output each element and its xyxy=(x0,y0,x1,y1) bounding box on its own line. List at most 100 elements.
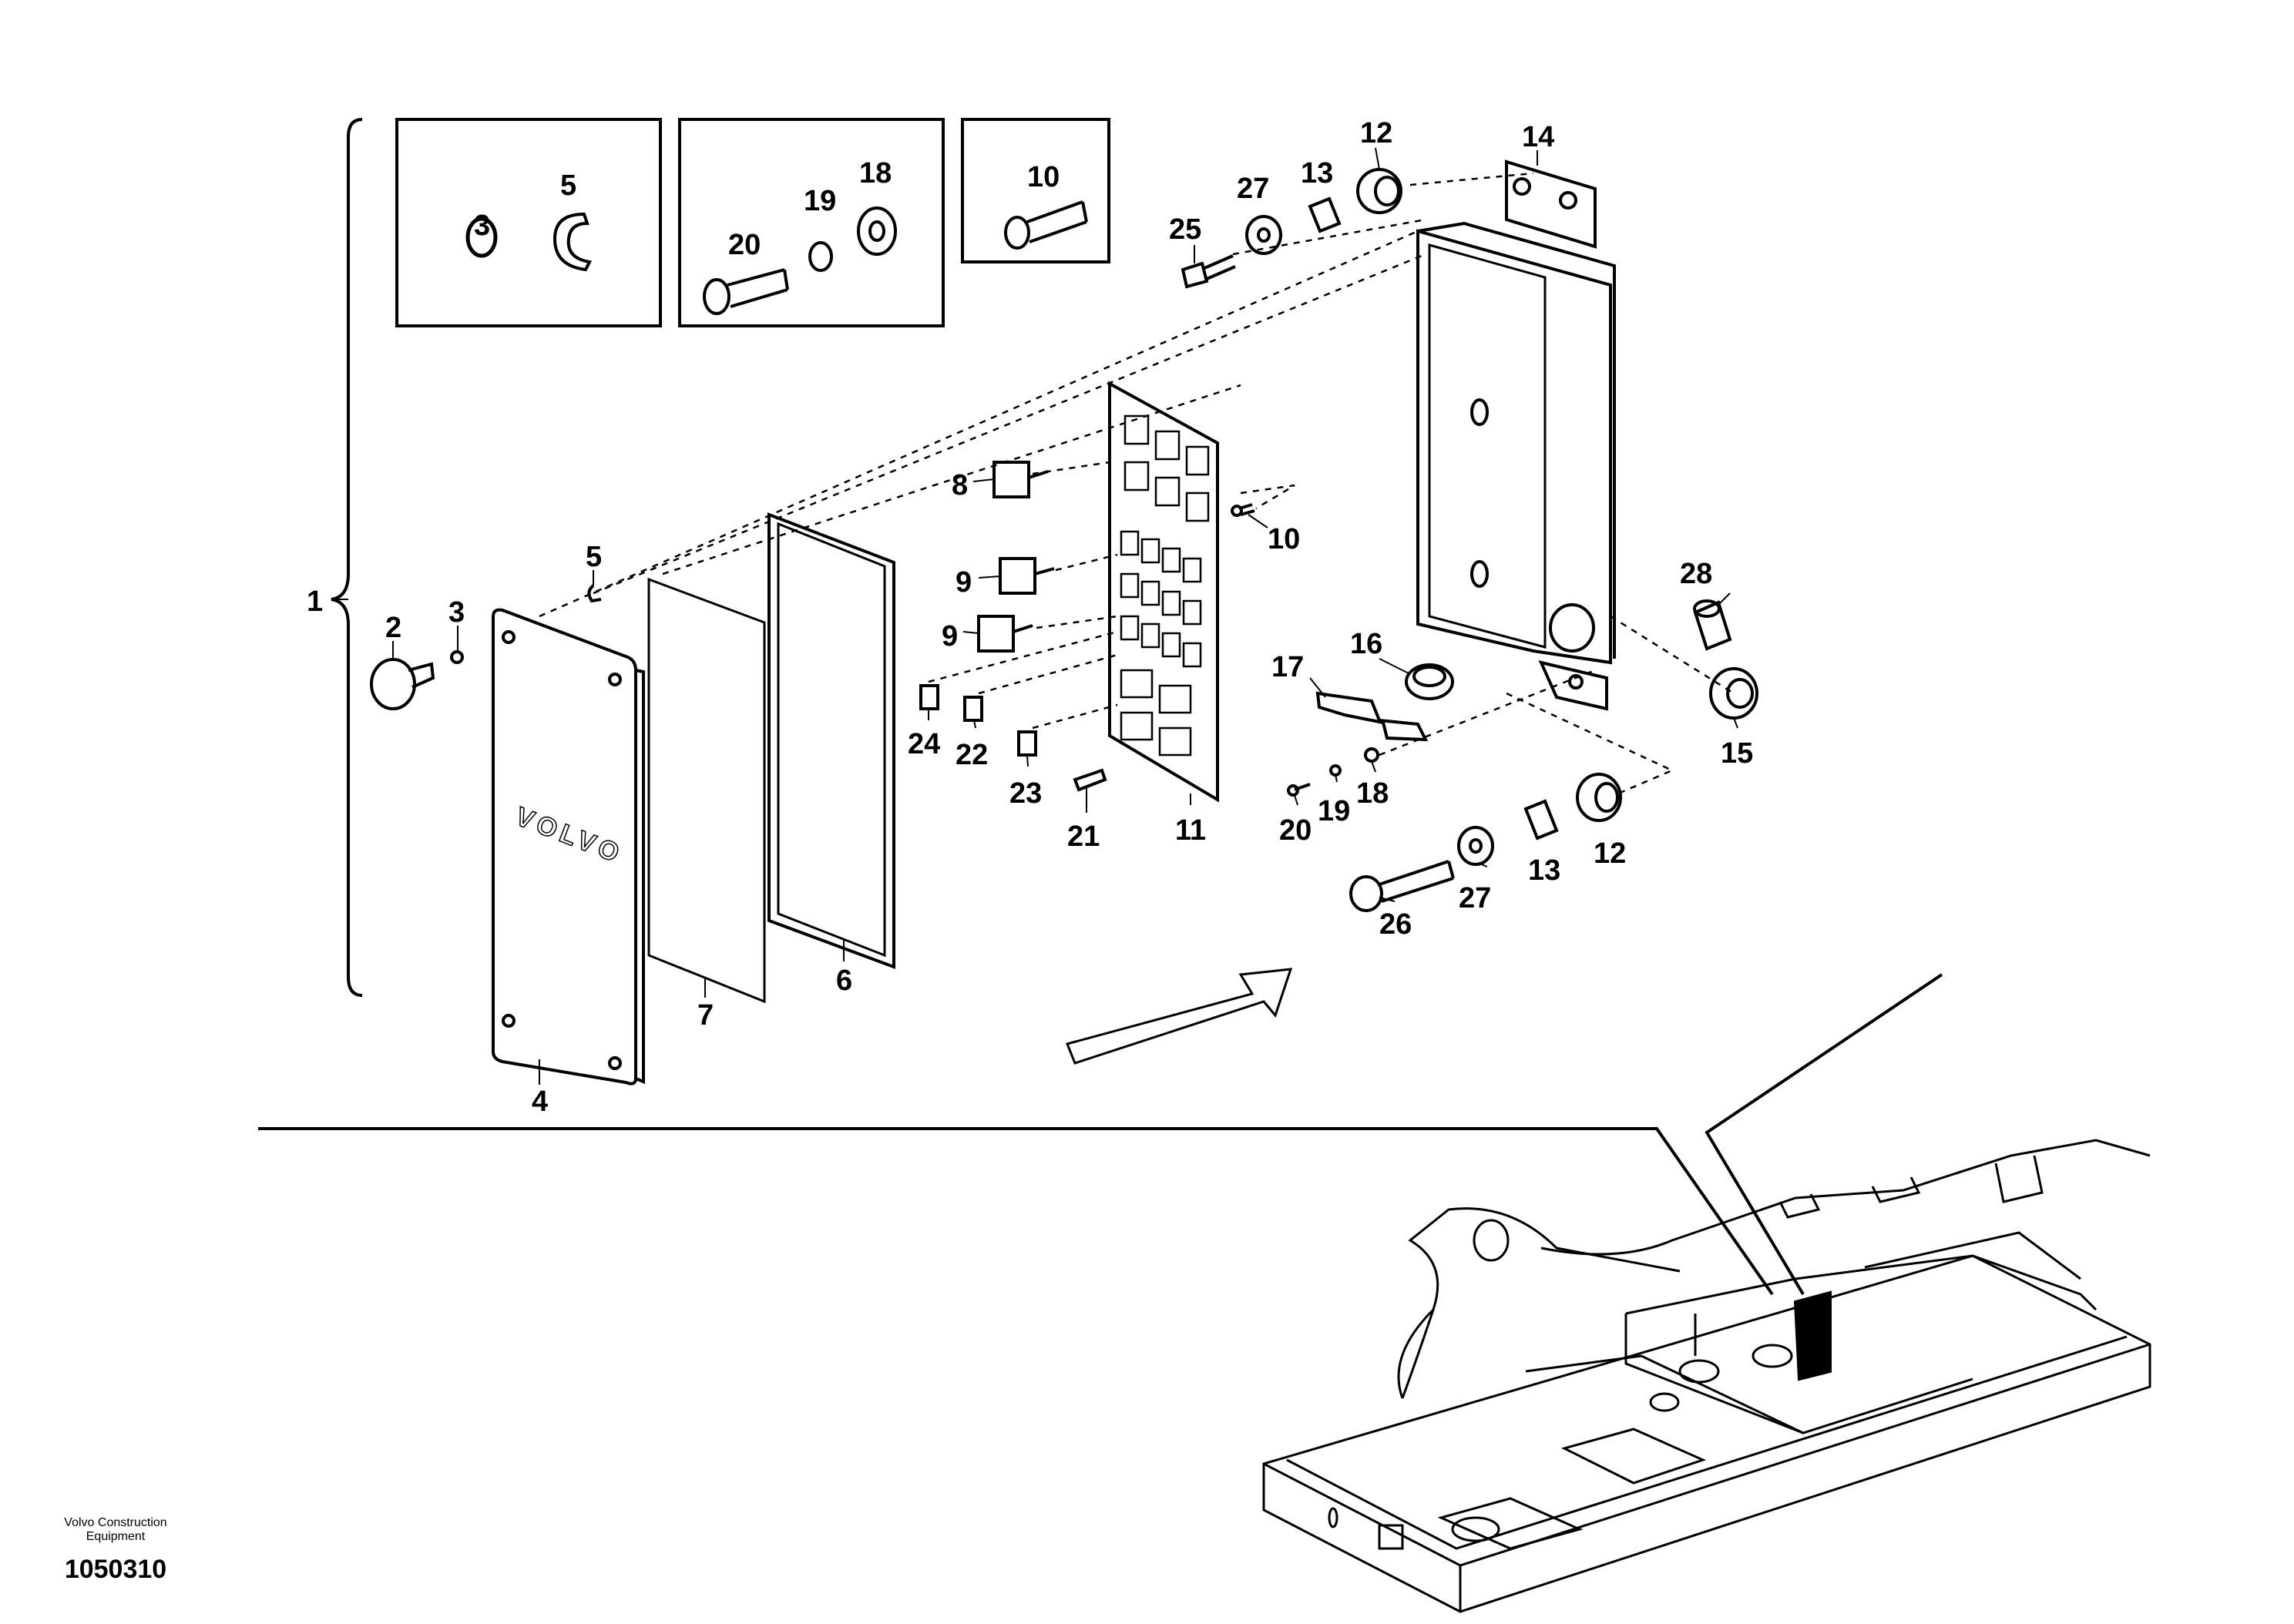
washer-18-bottom xyxy=(1364,747,1379,763)
frame-electrical-box-highlight xyxy=(1793,1290,1832,1381)
callout-13-bottom: 13 xyxy=(1528,854,1560,887)
callout-4: 4 xyxy=(532,1085,548,1118)
callout-19: 19 xyxy=(1318,795,1350,827)
housing-14-port xyxy=(1549,603,1595,653)
washer-27-top xyxy=(1245,215,1282,255)
callout-21: 21 xyxy=(1067,820,1100,853)
nut-3 xyxy=(450,650,464,664)
assembly-brace xyxy=(331,118,363,997)
detail-washer-3 xyxy=(465,216,498,258)
detail-bolt-20-shank xyxy=(727,268,789,308)
callout-19-detail: 19 xyxy=(804,185,836,217)
housing-14-side xyxy=(1417,221,1616,659)
callout-10-detail: 10 xyxy=(1027,161,1060,193)
relay-8 xyxy=(992,461,1030,498)
callout-7: 7 xyxy=(697,999,714,1032)
relay-9-upper xyxy=(999,557,1036,595)
bolt-26-shank xyxy=(1379,860,1455,903)
footer-brand: Volvo Construction Equipment xyxy=(23,1516,208,1544)
callout-12-bottom: 12 xyxy=(1594,837,1626,870)
callout-28: 28 xyxy=(1680,558,1712,590)
assembly-lines xyxy=(539,172,1735,795)
knob-2 xyxy=(370,658,416,710)
callout-27-bottom: 27 xyxy=(1459,882,1491,914)
leader-lines xyxy=(331,147,1738,1085)
washer-27-bottom xyxy=(1457,826,1494,866)
gasket-6 xyxy=(767,512,895,969)
callout-25: 25 xyxy=(1169,213,1201,246)
sheet-7 xyxy=(647,577,766,1004)
machine-frame-inset xyxy=(1262,1139,2151,1613)
callout-20-detail: 20 xyxy=(728,229,761,261)
fuse-board-11 xyxy=(1108,381,1219,803)
callout-18-detail: 18 xyxy=(859,157,892,190)
grommet-12-top xyxy=(1356,168,1402,214)
callout-24: 24 xyxy=(908,728,940,760)
detail-box-18-20 xyxy=(678,118,945,327)
callout-3-detail: 3 xyxy=(474,210,490,242)
detail-bolt-10-shank xyxy=(1026,200,1088,243)
fuse-board-relays xyxy=(1120,414,1210,757)
detail-box-3-5 xyxy=(395,118,662,327)
footer-brand-line1: Volvo Construction xyxy=(64,1516,167,1529)
callout-1: 1 xyxy=(307,586,323,618)
spacer-13-top xyxy=(1308,196,1342,233)
detail-washer-18-hole xyxy=(868,220,885,242)
detail-bolt-10-head xyxy=(1004,216,1030,250)
callout-3: 3 xyxy=(448,596,465,629)
footer-drawing-number: 1050310 xyxy=(64,1555,167,1584)
housing-14 xyxy=(1416,229,1612,665)
cover-4-edge xyxy=(635,669,645,1084)
callout-16: 16 xyxy=(1350,628,1382,660)
callout-20: 20 xyxy=(1279,814,1312,847)
callout-27-top: 27 xyxy=(1237,173,1269,205)
housing-14-bracket-top xyxy=(1505,159,1597,249)
fuse-22 xyxy=(963,696,983,722)
inset-pointer-line-2 xyxy=(1705,973,1943,1296)
callout-10: 10 xyxy=(1268,523,1300,555)
detail-washer-18 xyxy=(857,206,897,256)
callout-5-detail: 5 xyxy=(560,169,576,202)
callout-2: 2 xyxy=(385,612,401,644)
inset-pointer-line xyxy=(258,1127,1774,1296)
callout-12-top: 12 xyxy=(1360,117,1392,149)
cover-volvo-logo: VOLVO xyxy=(512,802,627,870)
detail-box-10 xyxy=(961,118,1110,263)
knob-2-stem xyxy=(408,662,435,689)
callout-13-top: 13 xyxy=(1301,157,1333,190)
fuse-23 xyxy=(1017,730,1037,757)
callout-22: 22 xyxy=(956,739,988,771)
clip-5 xyxy=(587,584,602,603)
bolt-26-head xyxy=(1349,875,1383,912)
detail-clip-5 xyxy=(553,212,592,272)
callout-17: 17 xyxy=(1271,651,1304,683)
callout-6: 6 xyxy=(836,965,852,997)
callout-26: 26 xyxy=(1379,908,1412,941)
plug-16 xyxy=(1405,663,1454,700)
callout-15: 15 xyxy=(1721,737,1753,770)
relay-9-lower xyxy=(977,615,1015,653)
detail-washer-19 xyxy=(808,241,833,272)
grommet-12-bottom xyxy=(1576,773,1622,822)
callout-11: 11 xyxy=(1175,814,1206,847)
spacer-28 xyxy=(1693,600,1732,651)
callout-labels: 1 2 3 3 4 5 5 6 7 8 9 9 10 10 11 12 12 1… xyxy=(307,117,1753,1118)
fuse-24 xyxy=(919,684,939,710)
fuse-21 xyxy=(1073,768,1107,792)
grommet-15 xyxy=(1709,667,1758,720)
spacer-13-bottom xyxy=(1523,799,1559,841)
bolt-25 xyxy=(1181,254,1236,289)
callout-9-upper: 9 xyxy=(956,566,972,599)
view-arrow xyxy=(1065,968,1293,1065)
gasket-6-inner xyxy=(777,522,886,958)
callout-18: 18 xyxy=(1356,777,1389,810)
callout-5: 5 xyxy=(586,541,602,573)
callout-9-lower: 9 xyxy=(942,620,958,653)
footer-brand-line2: Equipment xyxy=(86,1530,146,1543)
detail-bolt-20-head xyxy=(703,278,731,315)
callout-8: 8 xyxy=(952,469,968,502)
callout-14: 14 xyxy=(1522,121,1554,153)
bracket-17 xyxy=(1315,691,1429,742)
